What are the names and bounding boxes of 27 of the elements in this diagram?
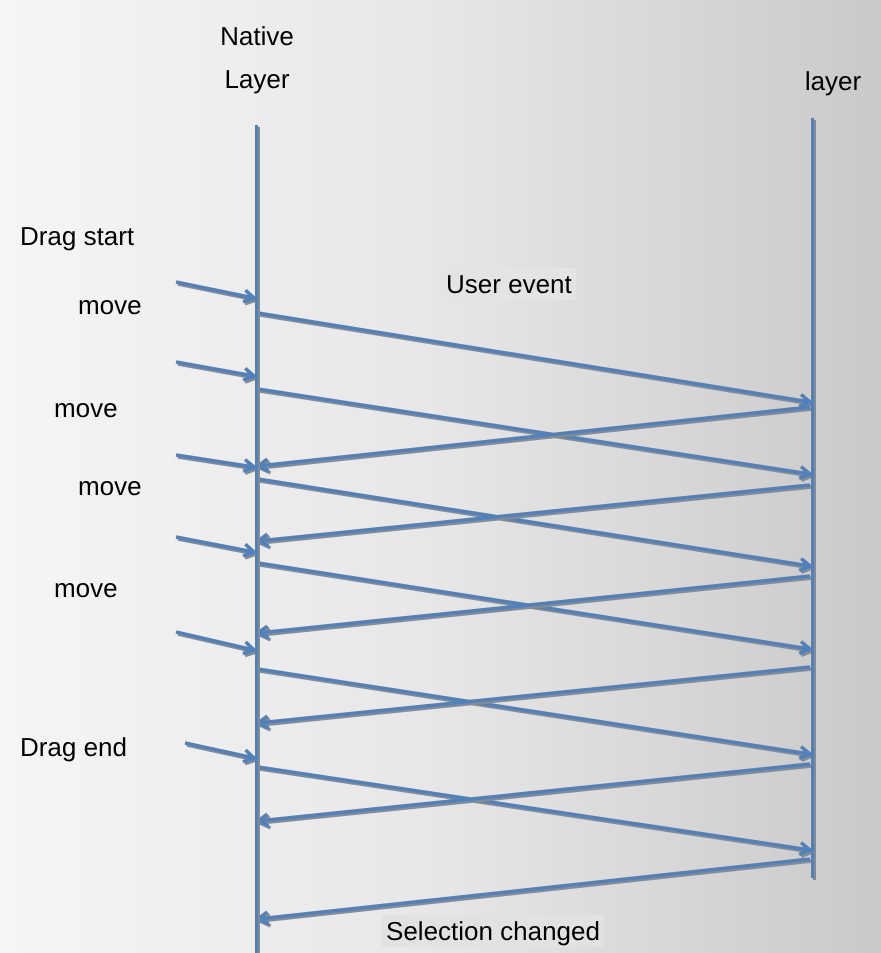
arrow bbox=[176, 453, 256, 474]
edge-label: Selection changed bbox=[382, 915, 604, 947]
event-label: move bbox=[78, 289, 142, 321]
arrow bbox=[184, 741, 256, 764]
arrow bbox=[258, 667, 812, 760]
arrow bbox=[256, 762, 810, 828]
arrow bbox=[176, 360, 256, 382]
arrow bbox=[258, 561, 812, 656]
lifeline-header: Native Layer bbox=[219, 20, 295, 96]
arrow bbox=[176, 630, 256, 656]
event-label: move bbox=[54, 392, 118, 424]
arrow bbox=[176, 535, 256, 558]
arrow bbox=[258, 311, 812, 408]
event-label: move bbox=[78, 470, 142, 502]
arrow bbox=[256, 574, 810, 640]
event-label: Drag end bbox=[20, 731, 127, 763]
event-label: Drag start bbox=[20, 220, 134, 252]
event-label: move bbox=[54, 572, 118, 604]
arrow bbox=[258, 477, 812, 572]
arrow bbox=[256, 405, 810, 473]
arrow bbox=[258, 387, 812, 480]
arrow bbox=[176, 280, 256, 304]
arrow bbox=[256, 857, 810, 926]
arrow bbox=[258, 765, 812, 856]
arrow bbox=[256, 665, 810, 730]
lifeline-header: layer bbox=[804, 65, 862, 98]
arrow bbox=[256, 483, 810, 548]
